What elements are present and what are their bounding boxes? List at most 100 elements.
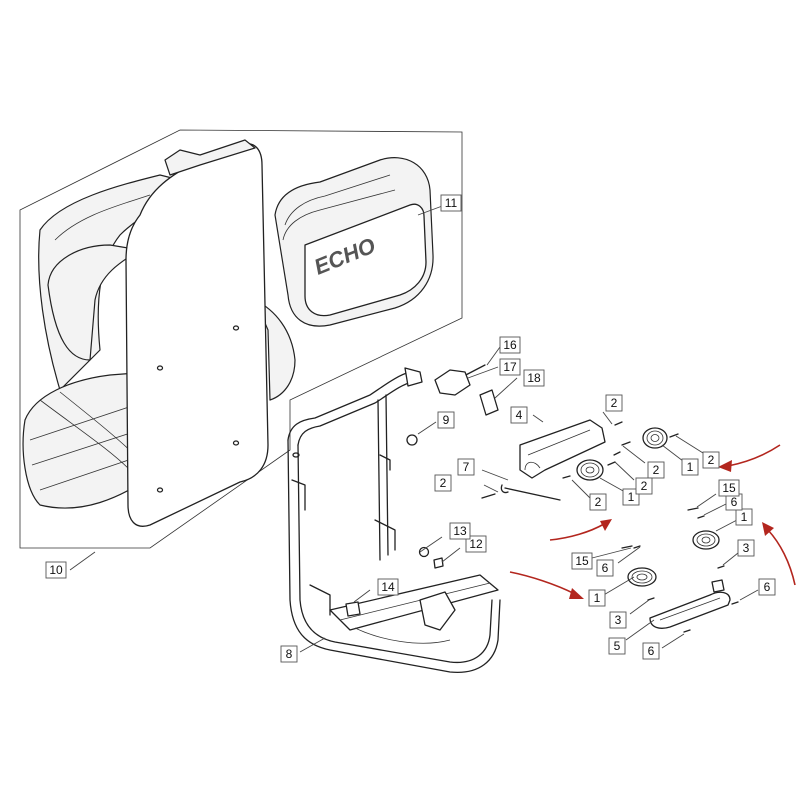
part-label-18: 18 [523,369,545,387]
part-label-15b: 15 [571,552,593,570]
spring-1-lower-left [627,567,657,587]
part-label-6d: 6 [642,642,660,660]
part-label-2a: 2 [605,394,623,412]
bar-5 [649,591,731,629]
label-text: 2 [641,479,648,493]
part-label-12: 12 [465,535,487,553]
label-text: 6 [602,561,609,575]
leader-lines [353,346,759,649]
label-box [608,637,626,655]
label-text: 6 [764,580,771,594]
label-text: 11 [445,196,458,210]
part-label-1a: 1 [681,458,699,476]
label-text: 1 [628,490,635,504]
part-labels: 1111222222334566667891011121314151516171… [45,194,776,663]
label-box [588,589,606,607]
bracket-4 [519,419,606,479]
back-plate-top [164,139,256,176]
rod-7 [500,484,561,501]
label-text: 3 [743,541,750,555]
label-box [605,394,623,412]
label-text: 15 [575,554,589,568]
part-label-4: 4 [510,406,528,424]
part-label-10: 10 [45,561,67,579]
label-text: 16 [503,338,517,352]
label-text: 2 [653,463,660,477]
label-box [758,578,776,596]
nut-9 [406,434,418,446]
label-text: 2 [708,453,715,467]
hip-belt [22,371,161,509]
part-label-8: 8 [280,645,298,663]
part-label-15a: 15 [718,479,740,497]
label-text: 8 [286,647,293,661]
label-box [647,461,665,479]
label-box [499,336,521,354]
part-label-1d: 1 [735,508,753,526]
label-box [642,642,660,660]
label-box [681,458,699,476]
part-label-13: 13 [449,522,471,540]
hip-belt-right [254,299,296,401]
part-label-14: 14 [377,578,399,596]
label-box [280,645,298,663]
label-text: 7 [463,460,470,474]
label-box [735,508,753,526]
part-label-11: 11 [440,194,462,212]
label-text: 18 [527,371,541,385]
label-text: 17 [503,360,517,374]
label-text: 6 [731,495,738,509]
label-text: 12 [469,537,483,551]
label-box [449,522,471,540]
label-text: 9 [443,413,450,427]
callout-arrow-right [727,444,781,467]
callout-arrows [509,444,796,599]
part-label-3a: 3 [737,539,755,557]
label-box [622,488,640,506]
label-box [596,559,614,577]
part-label-2f: 2 [434,474,452,492]
label-box [635,477,653,495]
label-box [457,458,475,476]
part-label-9: 9 [437,411,455,429]
part-label-1b: 1 [622,488,640,506]
part-label-2c: 2 [702,451,720,469]
label-text: 3 [615,613,622,627]
part-label-6b: 6 [596,559,614,577]
label-text: 1 [741,510,748,524]
part-label-5: 5 [608,637,626,655]
screw-12 [433,557,444,569]
label-box [589,493,607,511]
label-box [499,358,521,376]
label-text: 14 [381,580,395,594]
callout-arrow-middle [549,523,605,541]
part-label-6c: 6 [758,578,776,596]
part-label-2b: 2 [647,461,665,479]
label-box [510,406,528,424]
label-text: 5 [614,639,621,653]
label-box [440,194,462,212]
label-box [45,561,67,579]
label-text: 1 [687,460,694,474]
label-box [437,411,455,429]
part-label-1c: 1 [588,589,606,607]
part-label-2e: 2 [589,493,607,511]
back-cushion: ECHO [274,157,446,327]
callout-arrow-lower-left [509,571,576,595]
pin-15a [687,507,699,511]
carry-frame [287,367,501,674]
part-label-16: 16 [499,336,521,354]
back-plate-holes [156,325,240,493]
label-box [523,369,545,387]
label-text: 2 [440,476,447,490]
pin-15b [621,545,633,549]
label-text: 13 [453,524,467,538]
label-box [377,578,399,596]
label-box [702,451,720,469]
hardware-parts [345,364,739,633]
spring-1-middle [576,459,604,481]
label-text: 4 [516,408,523,422]
label-text: 1 [594,591,601,605]
label-box [737,539,755,557]
